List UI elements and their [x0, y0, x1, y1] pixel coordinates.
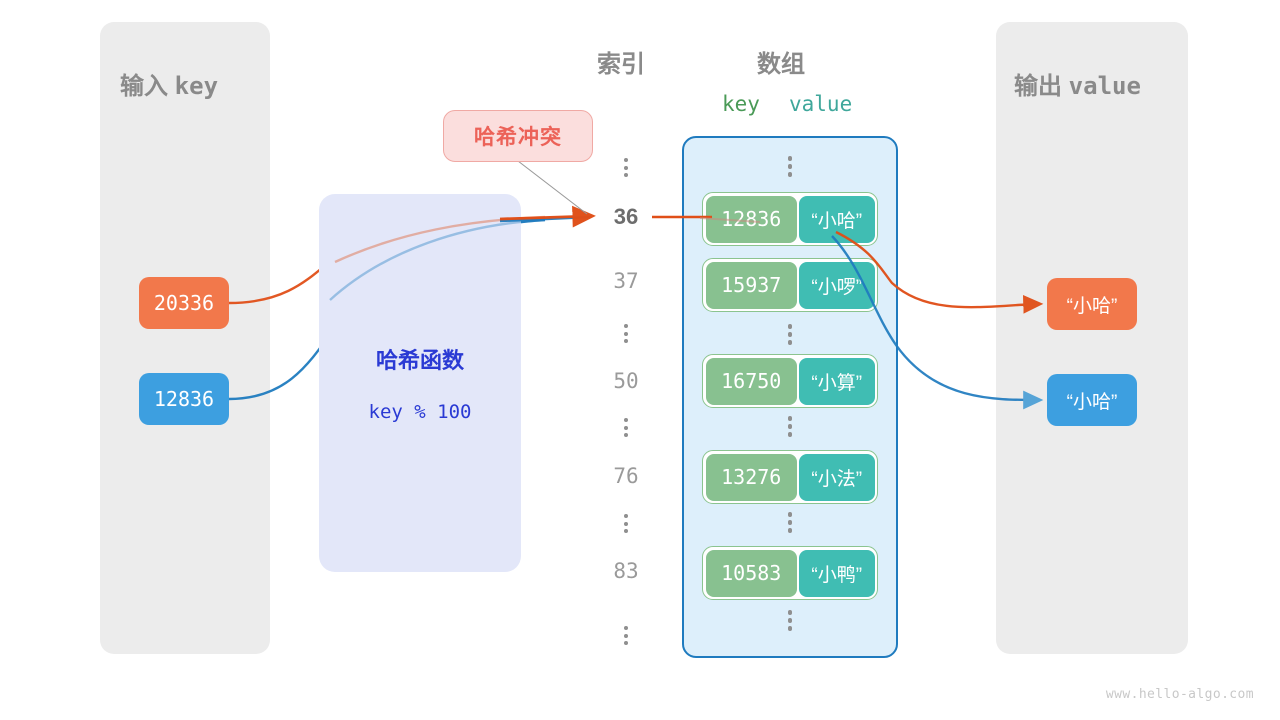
index-column: 36 37 50 76 83 [580, 136, 672, 645]
index-label-36: 36 [613, 204, 639, 229]
bucket-value-cell: “小哈” [798, 195, 875, 243]
index-label-50: 50 [613, 369, 639, 393]
bucket-row: 10583“小鸭” [702, 546, 878, 600]
output-panel-title: 输出 value [1014, 66, 1141, 101]
collision-badge-label: 哈希冲突 [474, 126, 562, 149]
hash-function-title: 哈希函数 [375, 348, 464, 373]
output-value-chip-0: “小哈” [1047, 278, 1137, 330]
input-key-chip-0: 20336 [139, 277, 229, 329]
bucket-key-cell: 12836 [705, 195, 797, 243]
collision-leader-line [517, 160, 588, 215]
bucket-key-cell: 10583 [705, 549, 797, 597]
array-ellipsis [684, 610, 896, 631]
input-panel: 输入 key [100, 22, 270, 654]
output-value-chip-1: “小哈” [1047, 374, 1137, 426]
array-column-heading: 数组 [757, 51, 805, 78]
bucket-row: 12836“小哈” [702, 192, 878, 246]
value-column-label: value [789, 92, 853, 116]
index-label-76: 76 [613, 464, 639, 488]
bucket-row: 16750“小算” [702, 354, 878, 408]
output-panel: 输出 value [996, 22, 1188, 654]
bucket-key-cell: 13276 [705, 453, 797, 501]
index-ellipsis [580, 158, 672, 177]
array-container: 12836“小哈”15937“小啰”16750“小算”13276“小法”1058… [682, 136, 898, 658]
index-label-83: 83 [613, 559, 639, 583]
array-ellipsis [684, 156, 896, 177]
index-column-heading: 索引 [597, 51, 645, 78]
hash-function-box: 哈希函数 key % 100 [319, 194, 521, 572]
bucket-value-cell: “小法” [798, 453, 875, 501]
hash-function-formula: key % 100 [368, 401, 472, 423]
output-panel-title-mono: value [1068, 72, 1141, 100]
bucket-value-cell: “小算” [798, 357, 875, 405]
array-ellipsis [684, 324, 896, 345]
bucket-key-cell: 16750 [705, 357, 797, 405]
collision-badge: 哈希冲突 [443, 110, 593, 162]
bucket-value-cell: “小啰” [798, 261, 875, 309]
input-panel-title: 输入 key [120, 66, 218, 101]
watermark: www.hello-algo.com [1105, 687, 1254, 702]
key-column-label: key [722, 92, 760, 116]
input-panel-title-cn: 输入 [120, 73, 168, 100]
index-label-37: 37 [613, 269, 639, 293]
index-ellipsis [580, 626, 672, 645]
bucket-key-cell: 15937 [705, 261, 797, 309]
bucket-value-cell: “小鸭” [798, 549, 875, 597]
index-ellipsis [580, 514, 672, 533]
index-ellipsis [580, 418, 672, 437]
output-panel-title-cn: 输出 [1014, 73, 1062, 100]
index-ellipsis [580, 324, 672, 343]
bucket-row: 13276“小法” [702, 450, 878, 504]
bucket-row: 15937“小啰” [702, 258, 878, 312]
input-panel-title-mono: key [174, 72, 219, 100]
input-key-chip-1: 12836 [139, 373, 229, 425]
array-ellipsis [684, 512, 896, 533]
array-ellipsis [684, 416, 896, 437]
